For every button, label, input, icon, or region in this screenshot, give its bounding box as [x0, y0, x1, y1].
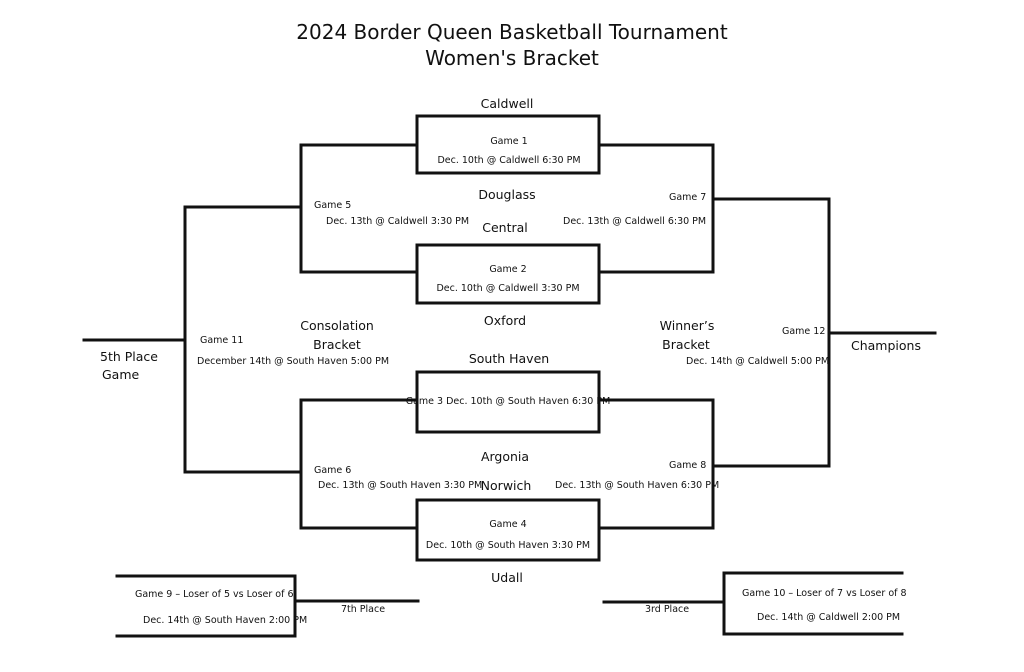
game-4-info: Dec. 10th @ South Haven 3:30 PM	[425, 540, 591, 551]
game-5-name: Game 5	[314, 200, 352, 211]
winners-label-line2: Bracket	[662, 337, 710, 352]
game-4-name: Game 4	[489, 519, 527, 530]
game-7-bracket	[597, 143, 715, 274]
team-norwich: Norwich	[480, 478, 532, 493]
game-9-name: Game 9 – Loser of 5 vs Loser of 6	[135, 589, 294, 600]
team-udall: Udall	[491, 570, 523, 585]
game-1-info: Dec. 10th @ Caldwell 6:30 PM	[437, 155, 581, 166]
team-caldwell: Caldwell	[480, 96, 534, 111]
page-title: 2024 Border Queen Basketball Tournament	[296, 20, 728, 44]
consolation-label-line1: Consolation	[300, 318, 374, 333]
team-oxford: Oxford	[483, 313, 527, 328]
game-3-box	[415, 370, 601, 434]
winners-label-line1: Winner’s	[659, 318, 715, 333]
team-south-haven: South Haven	[468, 351, 550, 366]
game-10-info: Dec. 14th @ Caldwell 2:00 PM	[757, 612, 901, 623]
game-11-info: December 14th @ South Haven 5:00 PM	[197, 356, 390, 367]
game-12-info: Dec. 14th @ Caldwell 5:00 PM	[686, 356, 830, 367]
game-10-name: Game 10 – Loser of 7 vs Loser of 8	[742, 588, 907, 599]
game-6-name: Game 6	[314, 465, 352, 476]
game-6-info: Dec. 13th @ South Haven 3:30 PM	[318, 480, 483, 491]
third-place-label: 3rd Place	[645, 604, 690, 615]
game-1-name: Game 1	[490, 136, 528, 147]
game-4-box	[415, 498, 601, 562]
game-7-name: Game 7	[669, 192, 707, 203]
game-6-bracket	[299, 398, 419, 530]
game-9-info: Dec. 14th @ South Haven 2:00 PM	[143, 615, 308, 626]
game-3-label: Game 3 Dec. 10th @ South Haven 6:30 PM	[405, 396, 611, 407]
fifth-place-label-line1: 5th Place	[100, 349, 158, 364]
game-8-info: Dec. 13th @ South Haven 6:30 PM	[555, 480, 720, 491]
game-9-bracket	[115, 574, 297, 638]
game-2-info: Dec. 10th @ Caldwell 3:30 PM	[436, 283, 580, 294]
game-11-name: Game 11	[200, 335, 244, 346]
seventh-place-label: 7th Place	[341, 604, 386, 615]
team-argonia: Argonia	[480, 449, 530, 464]
champions-label: Champions	[851, 338, 921, 353]
team-douglass: Douglass	[478, 187, 536, 202]
game-8-name: Game 8	[669, 460, 707, 471]
consolation-label-line2: Bracket	[313, 337, 361, 352]
fifth-place-label-line2: Game	[102, 367, 140, 382]
game-10-bracket	[722, 571, 904, 636]
game-2-box	[415, 243, 601, 305]
game-5-info: Dec. 13th @ Caldwell 3:30 PM	[326, 216, 470, 227]
game-12-name: Game 12	[782, 326, 826, 337]
game-8-bracket	[597, 398, 715, 530]
game-2-name: Game 2	[489, 264, 527, 275]
game-7-info: Dec. 13th @ Caldwell 6:30 PM	[563, 216, 707, 227]
page-subtitle: Women's Bracket	[425, 46, 599, 70]
team-central: Central	[482, 220, 528, 235]
